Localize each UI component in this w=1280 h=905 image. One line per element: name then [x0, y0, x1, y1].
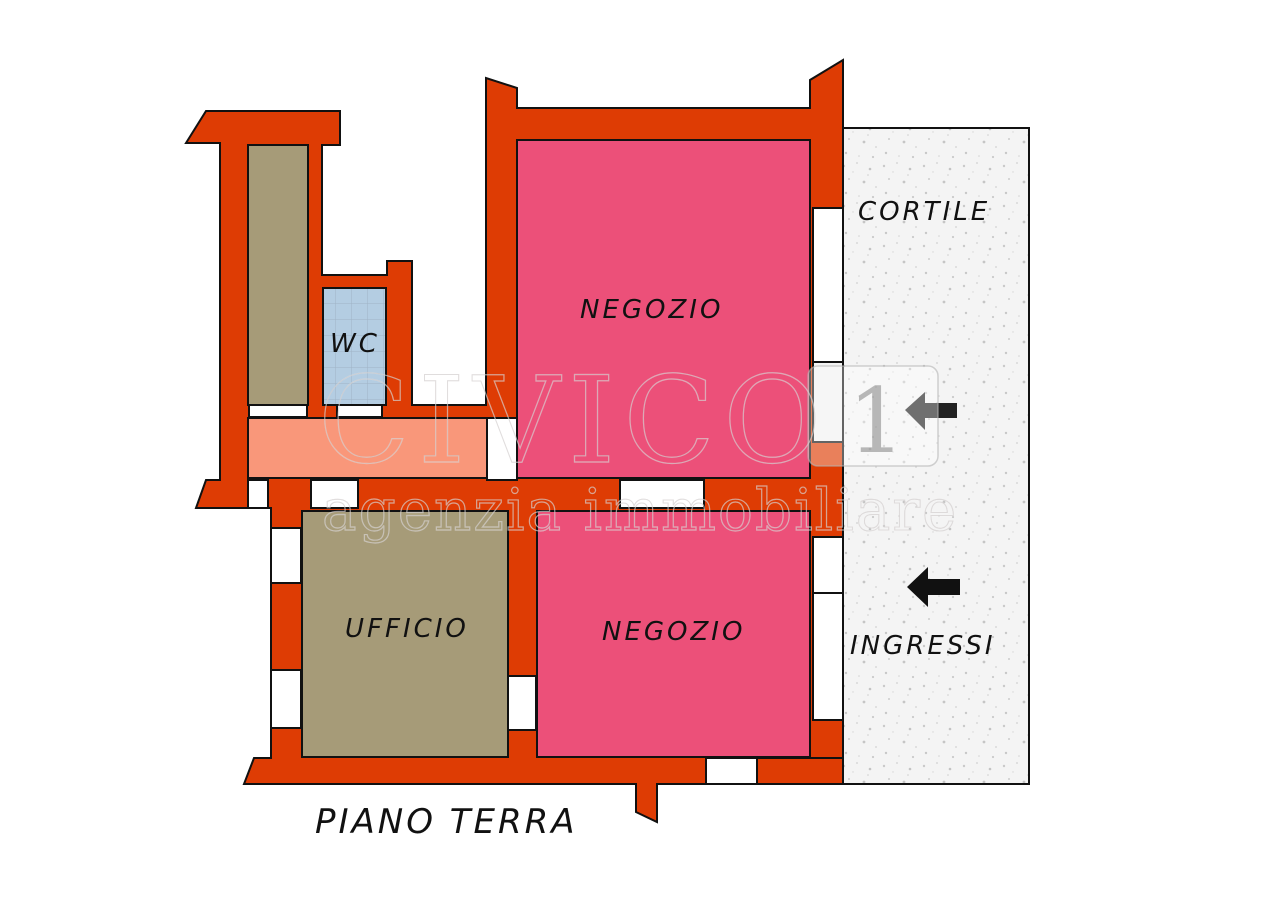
openings: [247, 207, 844, 785]
room-negozio-top[interactable]: NEGOZIO: [516, 139, 811, 479]
watermark-number: 1: [848, 369, 905, 474]
ufficio-label: UFFICIO: [345, 614, 469, 644]
negozio-bottom-label: NEGOZIO: [602, 617, 745, 647]
courtyard: [842, 127, 1030, 785]
ingressi-label: INGRESSI: [850, 631, 996, 661]
room-negozio-bottom[interactable]: NEGOZIO: [536, 510, 811, 758]
watermark-brand: CIVICO: [318, 352, 829, 491]
negozio-top-label: NEGOZIO: [580, 295, 723, 325]
svg-text:agenzia immobiliare: agenzia immobiliare: [322, 476, 958, 544]
svg-text:CIVICO: CIVICO: [318, 352, 829, 491]
watermark: CIVICO CIVICO 1 agenzia immobiliare agen…: [317, 351, 958, 544]
room-wc[interactable]: WC: [322, 287, 387, 406]
floor-title: PIANO TERRA: [315, 802, 578, 842]
room-ufficio[interactable]: UFFICIO: [301, 510, 509, 758]
room-storage[interactable]: [247, 144, 309, 406]
room-corridor[interactable]: [247, 417, 488, 479]
wc-label: WC: [330, 329, 380, 359]
arrow-left-icon: [907, 567, 960, 607]
watermark-tagline: agenzia immobiliare: [322, 476, 958, 544]
arrow-left-icon: [905, 392, 957, 430]
cortile-label: CORTILE: [858, 197, 990, 227]
